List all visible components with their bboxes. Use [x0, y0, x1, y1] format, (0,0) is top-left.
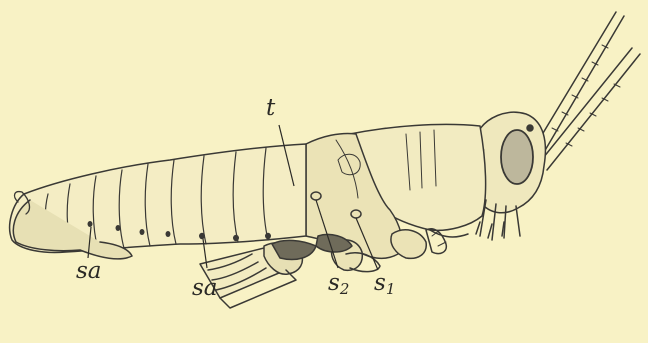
label-spiracle-s1: s1 [374, 272, 395, 297]
label-abdominal-spiracle-2: sa [192, 277, 218, 300]
label-spiracle-s2: s2 [328, 272, 349, 297]
label-abdominal-spiracle-1: sa [76, 260, 102, 283]
compound-eye [501, 130, 533, 184]
label-tympanum: t [266, 97, 275, 120]
